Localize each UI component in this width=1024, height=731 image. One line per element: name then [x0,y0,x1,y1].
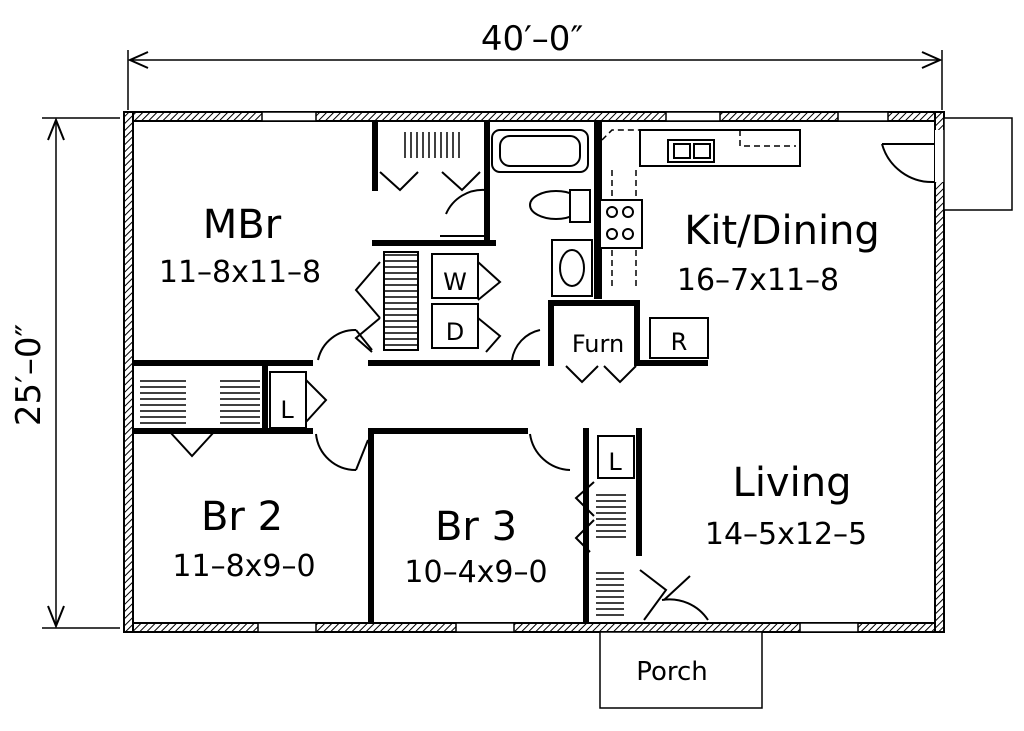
furnace-label: Furn [572,330,624,358]
kitchen-counters [599,129,801,290]
exterior-walls [123,111,945,633]
br3-size: 10–4x9–0 [404,555,547,590]
washer [431,253,479,299]
washer-label: W [443,268,467,296]
furnace [554,318,632,358]
kitchen-name: Kit/Dining [684,208,880,254]
living-name: Living [733,460,852,506]
refrigerator-label: R [671,328,688,356]
width-dimension-line [127,50,943,110]
bathroom-fixtures [440,129,593,297]
br2-name: Br 2 [201,494,283,540]
mbr-size: 11–8x11–8 [159,255,321,290]
living-size: 14–5x12–5 [705,517,867,552]
dryer-label: D [446,318,464,346]
linen-closet-label: L [280,396,294,424]
doors [315,328,709,621]
porch-name: Porch [636,657,708,687]
porch [599,631,763,709]
mbr-name: MBr [203,202,282,248]
br2-size: 11–8x9–0 [172,549,315,584]
br3-closet [574,435,635,620]
laundry-closet [354,251,502,353]
width-dimension-label: 40′–0″ [481,19,583,59]
br3-name: Br 3 [435,504,517,550]
dryer [431,303,479,349]
hall-closet [140,371,328,458]
kitchen-size: 16–7x11–8 [677,263,839,298]
depth-dimension-line [42,117,120,629]
depth-dimension-label: 25′–0″ [9,324,49,426]
side-entry-door [881,117,1013,211]
interior-walls [133,121,708,624]
mbr-closet [379,132,481,192]
br3-linen-label: L [608,448,622,476]
refrigerator [649,317,709,359]
